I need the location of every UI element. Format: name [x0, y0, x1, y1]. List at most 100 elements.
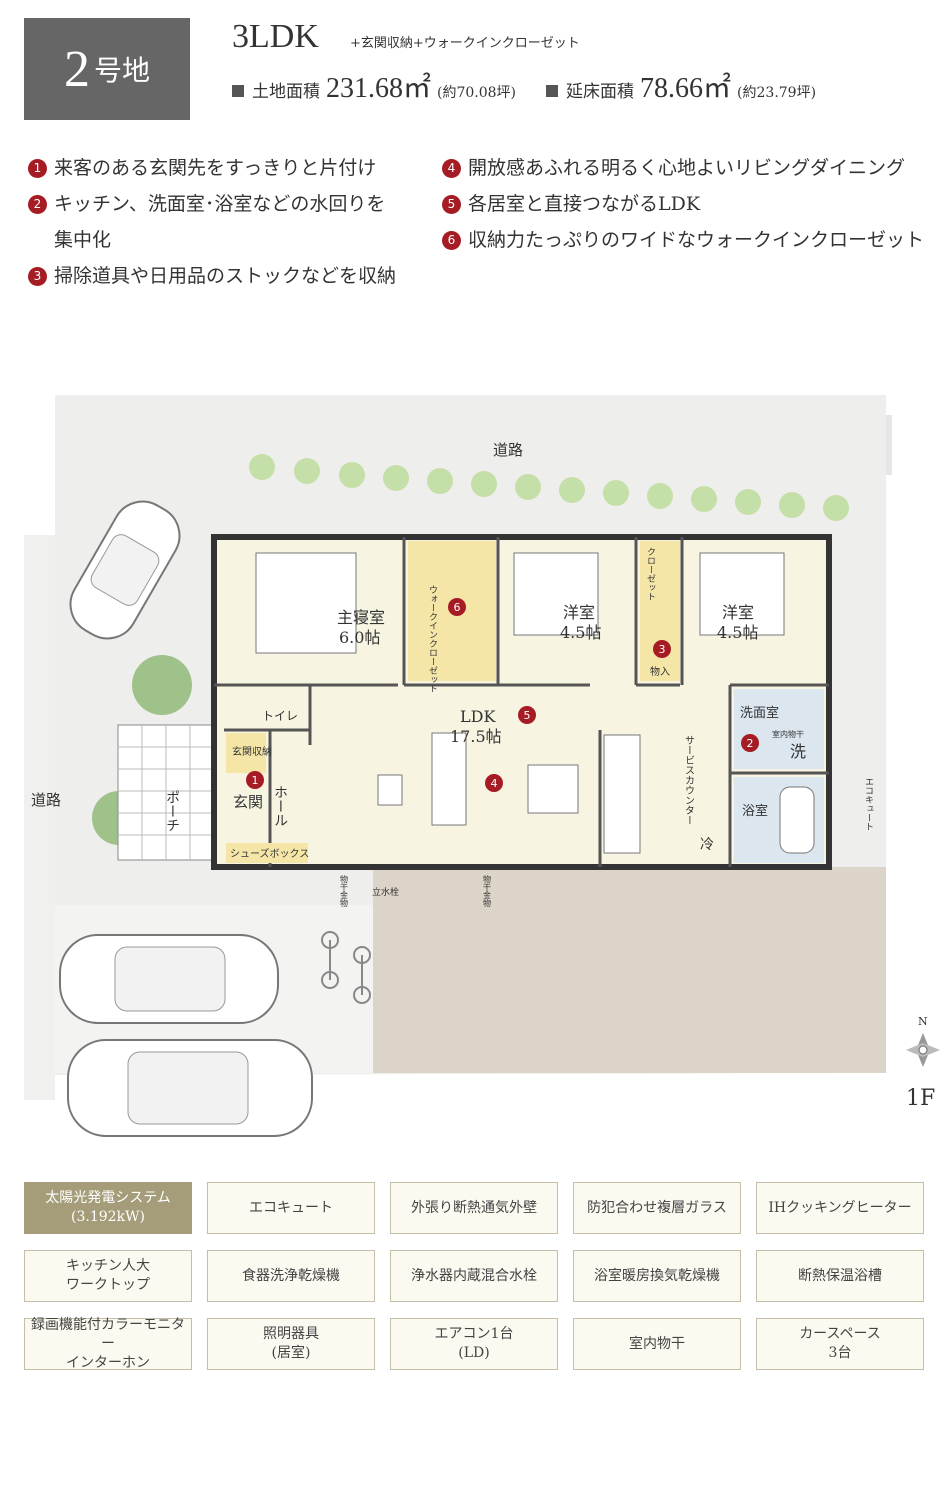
- interior-walls: [214, 537, 829, 867]
- hall-label: ホール: [272, 785, 288, 827]
- feature-text: キッチン、洗面室･浴室などの水回りを: [54, 193, 386, 215]
- bicycle-icon: [321, 931, 371, 1004]
- road-top-label: 道路: [493, 441, 523, 459]
- western-room-1-label: 洋室: [563, 603, 595, 622]
- left-road-strip: [24, 535, 55, 1100]
- clothes-hanger-label-1: 物干金物: [340, 874, 349, 908]
- feature-text-continued: 集中化: [54, 229, 112, 251]
- service-counter-label: サービスカウンター: [683, 735, 695, 825]
- tree-icon: [249, 454, 275, 480]
- fridge-label: 冷: [700, 837, 714, 853]
- marker-3-label: 3: [659, 643, 666, 656]
- toilet-label: トイレ: [262, 709, 298, 723]
- car-icon: [69, 500, 181, 640]
- dining-table-icon: [527, 764, 579, 814]
- porch-grid: [118, 725, 216, 860]
- north-label: N: [918, 1015, 928, 1028]
- tree-icon: [471, 471, 497, 497]
- feature-item: 6 収納力たっぷりのワイドなウォークインクローゼット: [442, 222, 924, 258]
- tree-icon: [691, 486, 717, 512]
- tv-icon: [377, 774, 403, 806]
- marker-2-icon: [741, 734, 759, 752]
- feature-number-icon: 4: [442, 158, 461, 178]
- bed-icon: [513, 552, 599, 636]
- equipment-item: エアコン1台 (LD): [390, 1318, 558, 1370]
- closet-label: クローゼット: [645, 547, 656, 601]
- washroom-area: [734, 689, 824, 769]
- feature-number-icon: 6: [442, 230, 461, 250]
- tree-icon: [823, 495, 849, 521]
- equipment-item: 浴室暖房換気乾燥機: [573, 1250, 741, 1302]
- tree-icon: [647, 483, 673, 509]
- equipment-item-highlight: 太陽光発電システム (3.192kW): [24, 1182, 192, 1234]
- shrub-icon: [132, 655, 192, 715]
- feature-text: 収納力たっぷりのワイドなウォークインクローゼット: [468, 229, 925, 251]
- entrance-label: 玄関: [233, 793, 263, 811]
- land-area-tsubo: (約70.08坪): [437, 85, 517, 101]
- wash-label: 洗: [790, 742, 806, 761]
- equipment-item: 照明器具 (居室): [207, 1318, 375, 1370]
- feature-number-icon: 5: [442, 194, 461, 214]
- hedge-trees: [249, 454, 849, 521]
- indoor-dry-label: 室内物干: [772, 729, 804, 739]
- western-room-2-size: 4.5帖: [717, 623, 758, 642]
- floor-plan: 道路 道路 ポーチ: [24, 395, 950, 1137]
- entry-storage-area: [226, 733, 266, 773]
- lot-suffix: 号地: [93, 54, 150, 87]
- porch-label: ポーチ: [164, 790, 180, 832]
- master-bedroom-label: 主寝室: [337, 608, 385, 627]
- clothes-hanger-label-2: 物干金物: [483, 874, 492, 908]
- floor-area-label: 延床面積: [566, 82, 635, 102]
- washroom-label: 洗面室: [740, 705, 779, 721]
- shoebox-label: シューズボックス: [230, 847, 309, 860]
- marker-4-label: 4: [491, 777, 498, 790]
- equipment-item: 浄水器内蔵混合水栓: [390, 1250, 558, 1302]
- equipment-item: 外張り断熱通気外壁: [390, 1182, 558, 1234]
- equipment-grid: 太陽光発電システム (3.192kW) エコキュート 外張り断熱通気外壁 防犯合…: [24, 1182, 926, 1371]
- compass-icon: [906, 1033, 940, 1067]
- floor-area-tsubo: (約23.79坪): [737, 85, 817, 101]
- marker-5-icon: [518, 706, 536, 724]
- feature-item: 5 各居室と直接つながるLDK: [442, 186, 924, 222]
- entry-storage-label: 玄関収納: [232, 745, 272, 758]
- road-left-label: 道路: [31, 791, 61, 809]
- tree-icon: [735, 489, 761, 515]
- car-icon: [67, 1039, 313, 1137]
- equipment-item: 防犯合わせ複層ガラス: [573, 1182, 741, 1234]
- plan-extra: +玄関収納+ウォークインクローゼット: [350, 36, 580, 51]
- land-area-value: 231.68㎡: [326, 73, 432, 104]
- tree-icon: [515, 474, 541, 500]
- western-room-2-label: 洋室: [722, 603, 754, 622]
- storage-label: 物入: [650, 665, 670, 678]
- marker-5-label: 5: [524, 709, 531, 722]
- feature-number-icon: 3: [28, 266, 47, 286]
- equipment-item: 食器洗浄乾燥機: [207, 1250, 375, 1302]
- master-bedroom-size: 6.0帖: [339, 628, 380, 647]
- equipment-item: 断熱保温浴槽: [756, 1250, 924, 1302]
- tree-icon: [427, 468, 453, 494]
- bathtub-icon: [779, 786, 815, 854]
- site-edge-marker: [886, 415, 892, 475]
- wic-label: ウォークインクローゼット: [427, 585, 438, 693]
- western-room-1-size: 4.5帖: [560, 623, 601, 642]
- faucet-label: 立水栓: [372, 886, 399, 898]
- equipment-item: IHクッキングヒーター: [756, 1182, 924, 1234]
- lot-number: 2: [63, 40, 90, 98]
- square-bullet-icon: [232, 85, 244, 97]
- ldk-label: LDK: [460, 707, 496, 726]
- tree-icon: [603, 480, 629, 506]
- square-bullet-icon: [546, 85, 559, 97]
- bed-icon: [699, 552, 785, 636]
- bath-label: 浴室: [742, 803, 768, 819]
- equipment-item: キッチン人大 ワークトップ: [24, 1250, 192, 1302]
- marker-1-label: 1: [252, 774, 259, 787]
- tree-icon: [779, 492, 805, 518]
- equipment-item: カースペース 3台: [756, 1318, 924, 1370]
- shoebox-area: [226, 843, 308, 863]
- feature-text: 各居室と直接つながるLDK: [468, 193, 701, 215]
- marker-6-icon: [448, 598, 466, 616]
